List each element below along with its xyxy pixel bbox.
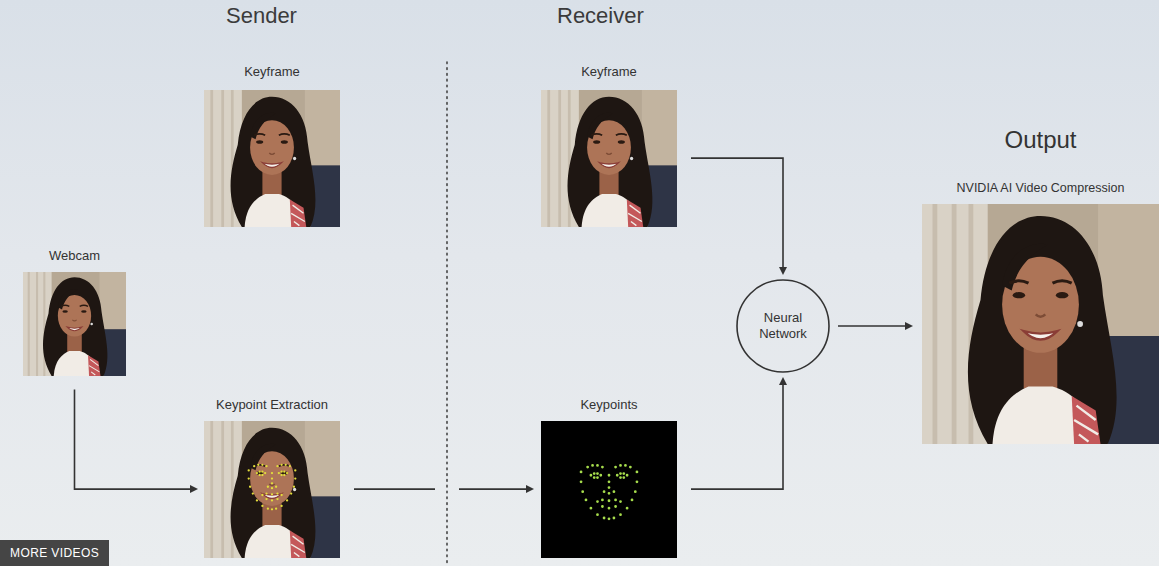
photo-frame bbox=[204, 421, 340, 558]
portrait-photo bbox=[541, 90, 677, 227]
panel-heading: Keypoint Extraction bbox=[124, 397, 420, 413]
portrait-photo bbox=[204, 90, 340, 227]
video-watermark: MORE VIDEOS bbox=[0, 540, 109, 566]
keypoint-dots bbox=[581, 465, 637, 518]
photo-frame bbox=[541, 90, 677, 227]
arrow-head bbox=[190, 485, 198, 493]
photo-frame bbox=[204, 90, 340, 227]
connector-line bbox=[75, 390, 193, 490]
label-anchor: Sender bbox=[226, 3, 297, 29]
network-circle: Neural Network bbox=[736, 279, 830, 373]
keypoint-group bbox=[581, 465, 637, 518]
connector-line bbox=[691, 383, 783, 489]
portrait-photo bbox=[922, 204, 1159, 444]
flow-arrow bbox=[354, 485, 534, 493]
label-anchor: MORE VIDEOS bbox=[0, 540, 109, 566]
image-panel: Keyframe bbox=[541, 64, 677, 227]
sender-receiver-divider bbox=[446, 62, 448, 566]
photo-image bbox=[204, 90, 340, 227]
panel-heading: Webcam bbox=[0, 248, 206, 264]
arrow-head bbox=[779, 377, 787, 385]
image-panel: Keypoint Extraction bbox=[204, 397, 340, 558]
connector-line bbox=[354, 488, 528, 490]
arrow-head bbox=[905, 322, 913, 330]
arrow-head bbox=[526, 485, 534, 493]
panel-heading: Output bbox=[842, 126, 1159, 155]
photo-image bbox=[541, 90, 677, 227]
keypoint-group bbox=[249, 464, 296, 509]
black-canvas bbox=[541, 421, 677, 558]
photo-frame bbox=[23, 272, 126, 376]
flow-arrow bbox=[691, 377, 787, 489]
arrow-head bbox=[779, 267, 787, 275]
image-panel: Keyframe bbox=[204, 64, 340, 227]
label-anchor: Receiver bbox=[557, 3, 644, 29]
node-label: Neural Network bbox=[748, 310, 818, 343]
photo-image bbox=[23, 272, 126, 376]
image-panel: OutputNVIDIA AI Video Compression bbox=[922, 126, 1159, 444]
photo-frame bbox=[922, 204, 1159, 444]
portrait-photo bbox=[23, 272, 126, 376]
panel-heading: Keypoints bbox=[461, 397, 757, 413]
photo-image bbox=[204, 421, 340, 558]
photo-image bbox=[922, 204, 1159, 444]
flow-arrow bbox=[75, 390, 199, 494]
image-panel: Keypoints bbox=[541, 397, 677, 558]
connector-line bbox=[838, 325, 907, 327]
panel-heading: Keyframe bbox=[461, 64, 757, 80]
portrait-photo bbox=[204, 421, 340, 558]
connector-line bbox=[691, 158, 783, 269]
flow-arrow bbox=[838, 322, 913, 330]
flow-arrow bbox=[691, 158, 787, 275]
column-heading: Receiver bbox=[557, 3, 644, 29]
image-panel: Webcam bbox=[23, 248, 126, 376]
panel-subheading: NVIDIA AI Video Compression bbox=[842, 181, 1159, 196]
keypoint-dots bbox=[249, 464, 296, 509]
photo-frame bbox=[541, 421, 677, 558]
photo-image bbox=[541, 421, 677, 558]
panel-heading: Keyframe bbox=[124, 64, 420, 80]
circle-border bbox=[737, 280, 829, 372]
column-heading: Sender bbox=[226, 3, 297, 29]
